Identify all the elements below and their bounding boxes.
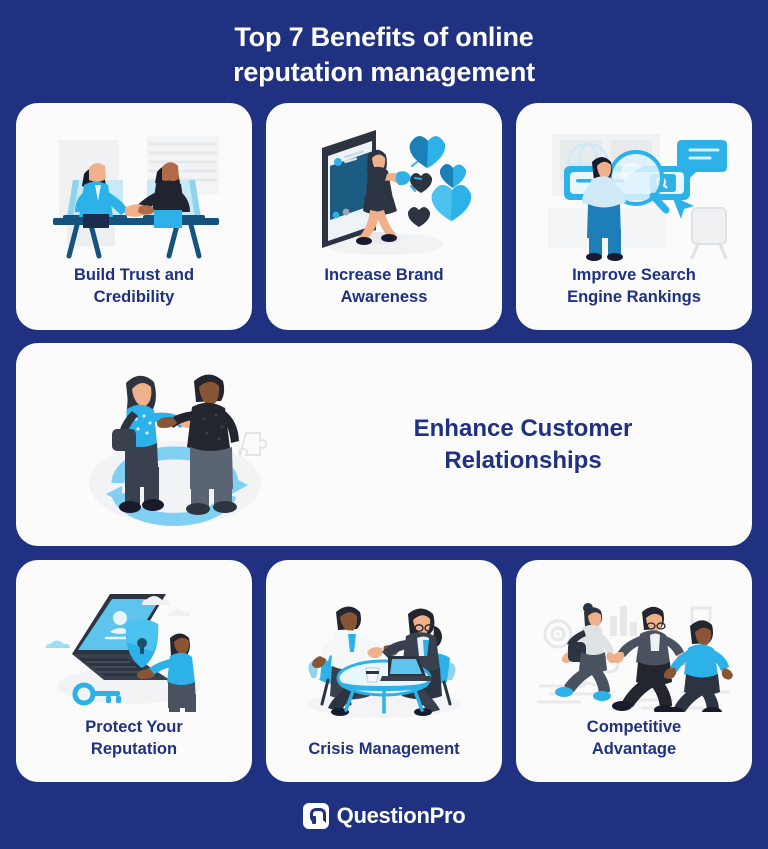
questionpro-p-mark-icon xyxy=(302,803,329,830)
benefit-card-enhance-customer-relationships[interactable]: Enhance Customer Relationships xyxy=(16,343,752,547)
phone-social-likes-icon xyxy=(274,113,494,265)
search-magnifier-icon xyxy=(524,113,744,265)
benefits-row-top: Build Trust and Credibility xyxy=(16,103,752,331)
benefit-label-line-2: Awareness xyxy=(340,287,428,306)
benefit-card-protect-reputation[interactable]: Protect Your Reputation xyxy=(16,560,252,783)
benefit-label-line-1: Crisis Management xyxy=(308,739,460,758)
benefit-label-line-1: Enhance Customer xyxy=(413,414,633,442)
benefit-label-line-1: Improve Search xyxy=(572,266,696,285)
benefit-card-brand-awareness[interactable]: Increase Brand Awareness xyxy=(266,103,502,331)
benefit-label-line-2: Advantage xyxy=(591,739,677,758)
people-racing-icon xyxy=(524,570,744,717)
benefit-label-line-2: Reputation xyxy=(90,739,178,758)
benefit-label-line-1: Competitive xyxy=(586,718,682,737)
footer-brand: QuestionPro xyxy=(16,796,752,836)
meeting-table-icon xyxy=(274,570,494,739)
benefit-card-label: Protect Your Reputation xyxy=(75,717,193,782)
page-title-line-2: reputation management xyxy=(233,56,535,87)
handshake-laptops-icon xyxy=(24,113,244,265)
benefits-row-bottom: Protect Your Reputation xyxy=(16,560,752,783)
benefit-card-label: Build Trust and Credibility xyxy=(64,265,204,330)
benefit-card-label: Enhance Customer Relationships xyxy=(316,413,752,477)
benefit-label-line-2: Credibility xyxy=(93,287,175,306)
benefit-card-label: Crisis Management xyxy=(298,739,469,782)
benefit-card-label: Improve Search Engine Rankings xyxy=(557,265,711,330)
benefit-label-line-1: Increase Brand xyxy=(324,266,444,285)
page-title-line-1: Top 7 Benefits of online xyxy=(234,22,534,52)
benefit-card-search-rankings[interactable]: Improve Search Engine Rankings xyxy=(516,103,752,331)
two-people-greeting-icon xyxy=(16,343,316,546)
benefit-label-line-2: Engine Rankings xyxy=(567,287,701,306)
benefit-label-line-1: Build Trust and xyxy=(73,266,195,285)
brand-name: QuestionPro xyxy=(336,803,466,829)
benefit-card-competitive-advantage[interactable]: Competitive Advantage xyxy=(516,560,752,783)
benefit-card-build-trust[interactable]: Build Trust and Credibility xyxy=(16,103,252,331)
benefit-card-crisis-management[interactable]: Crisis Management xyxy=(266,560,502,783)
page-title: Top 7 Benefits of online reputation mana… xyxy=(16,0,752,89)
benefit-card-label: Competitive Advantage xyxy=(577,717,691,782)
laptop-shield-key-icon xyxy=(24,570,244,717)
benefit-label-line-2: Relationships xyxy=(444,446,602,474)
benefit-label-line-1: Protect Your xyxy=(85,718,183,737)
benefit-card-label: Increase Brand Awareness xyxy=(314,265,453,330)
